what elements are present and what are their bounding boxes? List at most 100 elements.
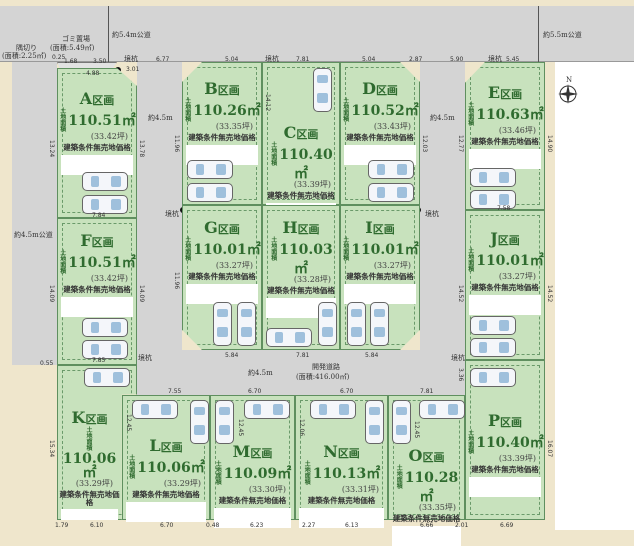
car-icon [215,400,234,444]
dimension: 12.06 [298,419,305,437]
garbage-label: ゴミ置場 [62,35,90,43]
inner-road-east [420,62,465,395]
dimension: 14.12 [264,94,271,112]
dimension: 7.58 [497,205,511,212]
corner-cut-label: 隅切り [16,44,37,52]
car-icon [470,168,516,187]
dimension: 6.10 [90,522,104,529]
compass-north: N [566,76,572,84]
dimension: 7.81 [296,56,310,63]
garbage-area-label: (面積:5.49㎡) [50,44,95,52]
dimension: 6.70 [160,522,174,529]
lot-c[interactable]: C区画土地面積110.40㎡(33.39坪)建築条件無売地価格 [262,62,340,223]
dimension: 7.84 [92,212,106,219]
car-icon [187,183,233,202]
dimension: 1.79 [55,522,69,529]
dimension: 16.07 [546,440,553,458]
car-icon [82,340,128,359]
blank-area [555,62,634,530]
boundary-marker-label: 境杭 [138,354,152,362]
dimension: 15.34 [48,440,55,458]
dimension: 3.36 [457,368,464,382]
dimension: 4.88 [86,70,100,77]
car-icon [132,400,178,419]
dimension: 2.27 [302,522,316,529]
dimension: 14.09 [138,285,145,303]
car-icon [470,190,516,209]
price-box [61,509,118,520]
west-road [12,62,57,365]
car-icon [470,316,516,335]
boundary-marker-label: 境杭 [265,55,279,63]
dimension: 14.90 [546,135,553,153]
price-box [214,507,291,528]
dimension: 3.01 [126,66,140,73]
dimension: 14.52 [457,285,464,303]
price-box [61,296,133,317]
car-icon [187,160,233,179]
lot-a[interactable]: A区画土地面積110.51㎡(33.42坪)建築条件無売地価格 [57,68,137,218]
price-box [299,507,384,528]
car-icon [213,302,232,346]
car-icon [313,68,332,112]
car-icon [82,195,128,214]
car-icon [190,400,209,444]
price-box [186,283,258,304]
car-icon [84,368,130,387]
car-icon [470,368,516,387]
car-icon [392,400,411,444]
car-icon [368,160,414,179]
northeast-road-label: 約5.5m公道 [543,31,582,39]
lot-l[interactable]: L区画土地面積110.06㎡(33.29坪)建築条件無売地価格 [122,395,210,522]
dimension: 6.70 [340,388,354,395]
north-road-label: 約5.4m公道 [112,31,151,39]
dimension: 0.25 [52,54,66,61]
dimension: 6.77 [156,56,170,63]
corner-cut-area-label: (面積:2.25㎡) [2,52,47,60]
dimension: 0.55 [40,360,54,367]
price-box [344,144,416,165]
dimension: 7.81 [296,352,310,359]
development-road [137,350,465,395]
dimension: 7.81 [420,388,434,395]
boundary-marker-label: 境杭 [488,55,502,63]
dimension: 11.96 [173,272,180,290]
dimension: 2.01 [455,522,469,529]
dimension: 5.45 [506,56,520,63]
dimension: 12.03 [421,135,428,153]
price-box [469,148,541,169]
lot-b[interactable]: B区画土地面積110.26㎡(33.35坪)建築条件無売地価格 [182,62,262,205]
car-icon [82,172,128,191]
west-road-label: 約4.5m公道 [14,231,53,239]
boundary-marker-label: 境杭 [165,210,179,218]
car-icon [237,302,256,346]
dimension: 3.50 [93,58,107,65]
road-divider [108,6,109,62]
price-box [61,154,133,175]
price-box [469,294,541,315]
dimension: 5.04 [362,56,376,63]
lot-e[interactable]: E区画土地面積110.63㎡(33.46坪)建築条件無売地価格 [465,62,545,210]
car-icon [419,400,465,419]
dimension: 2.87 [409,56,423,63]
inner-road-width: 約4.5m [148,114,173,122]
car-icon [318,302,337,346]
dimension: 12.45 [413,421,420,439]
dimension: 7.55 [168,388,182,395]
compass-icon: N [556,76,580,106]
car-icon [365,400,384,444]
dimension: 14.09 [48,285,55,303]
dimension: 6.66 [420,522,434,529]
price-box [344,283,416,304]
boundary-marker-label: 境杭 [425,210,439,218]
dimension: 5.90 [450,56,464,63]
lot-j[interactable]: J区画土地面積110.01㎡(33.27坪)建築条件無売地価格 [465,210,545,360]
car-icon [470,338,516,357]
car-icon [310,400,356,419]
dimension: 6.69 [500,522,514,529]
dimension: 6.23 [250,522,264,529]
price-box [126,501,206,522]
dimension: 12.45 [125,414,132,432]
car-icon [347,302,366,346]
car-icon [266,328,312,347]
